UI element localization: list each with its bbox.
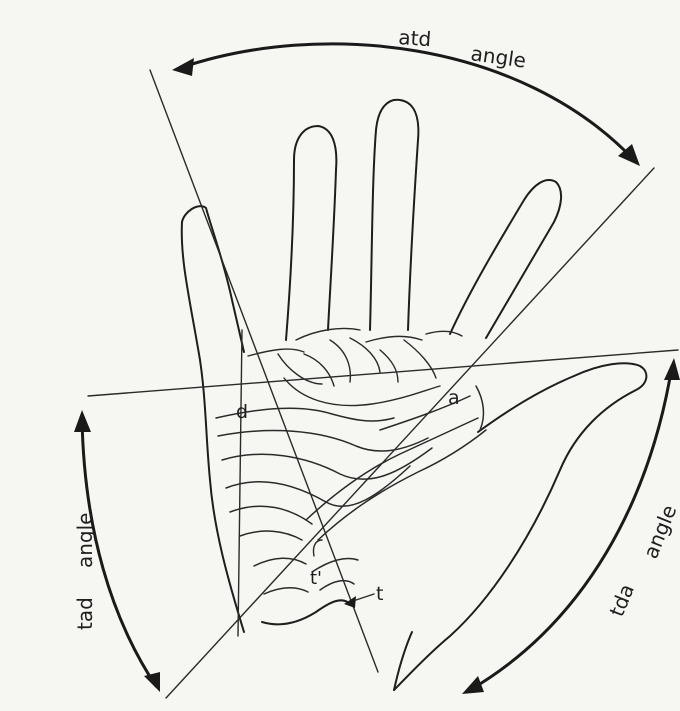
tad-angle-label: tad angle: [73, 513, 97, 631]
ring-finger-outline: [286, 126, 336, 340]
line-d-a: [88, 350, 678, 396]
point-t-label: t: [376, 583, 383, 605]
line-d-t: [150, 70, 378, 672]
tda-label-word: tda: [604, 580, 639, 619]
little-finger-outline: [182, 206, 244, 360]
tad-label-word: tad: [73, 597, 97, 630]
tda-angle-arc: [462, 358, 680, 694]
atd-angle-word: angle: [469, 41, 527, 72]
tda-angle-label: tda angle: [604, 501, 680, 619]
atd-angle-label: atd angle: [398, 25, 528, 73]
point-d-label: d: [236, 401, 248, 423]
atd-angle-arc: [172, 44, 640, 166]
atd-label-word: atd: [398, 25, 432, 51]
point-t-prime-label: t': [310, 568, 322, 589]
palm-creases: [216, 386, 486, 594]
index-finger-outline: [450, 180, 561, 338]
t-pointer-arrow: [344, 594, 374, 608]
tda-angle-word: angle: [638, 501, 680, 561]
triradius-mark: [313, 540, 322, 556]
palm-bottom-edge: [262, 600, 350, 624]
hand-outline: [182, 100, 647, 690]
interdigital-creases: [248, 328, 462, 405]
middle-finger-outline: [370, 100, 418, 330]
tad-angle-word: angle: [73, 513, 97, 569]
point-a-label: a: [448, 387, 460, 409]
